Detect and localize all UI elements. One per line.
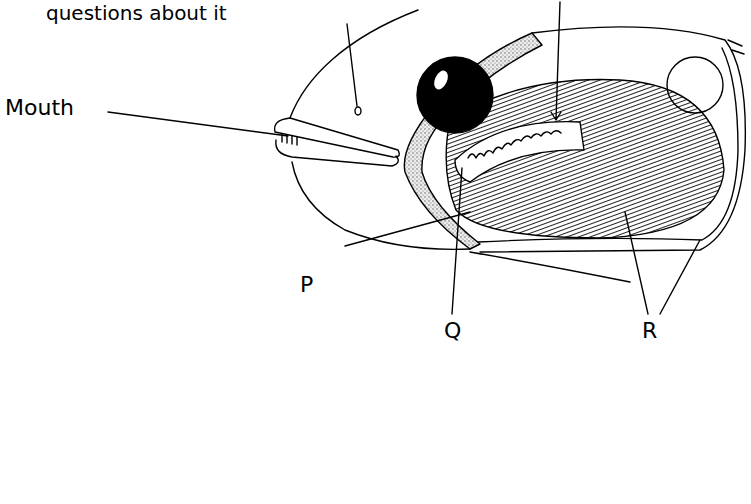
- part-letter: Q: [444, 318, 461, 343]
- leader-line: [108, 112, 288, 136]
- nostril: [355, 107, 361, 115]
- part-letter: P: [300, 272, 313, 297]
- heart-circle: [667, 57, 723, 113]
- eye: [417, 57, 493, 133]
- lower-lip: [276, 140, 398, 166]
- part-letter: R: [642, 318, 657, 343]
- gill-rakers: [468, 131, 561, 158]
- part-label: Mouth: [5, 95, 74, 120]
- upper-lip: [275, 118, 400, 157]
- chin-outline: [292, 162, 470, 249]
- bottom-line: [470, 252, 630, 282]
- leader-line: [452, 168, 462, 314]
- leader-line: [345, 212, 470, 246]
- caption-fragment: questions about it: [46, 2, 227, 25]
- leader-line: [551, 2, 561, 120]
- eye-highlight: [431, 68, 450, 91]
- fin-marks: [728, 40, 744, 54]
- leader-line: [625, 212, 648, 314]
- gill-arch: [455, 122, 584, 182]
- head-outline: [290, 10, 418, 118]
- leader-line: [347, 24, 357, 106]
- leader-line: [660, 240, 700, 314]
